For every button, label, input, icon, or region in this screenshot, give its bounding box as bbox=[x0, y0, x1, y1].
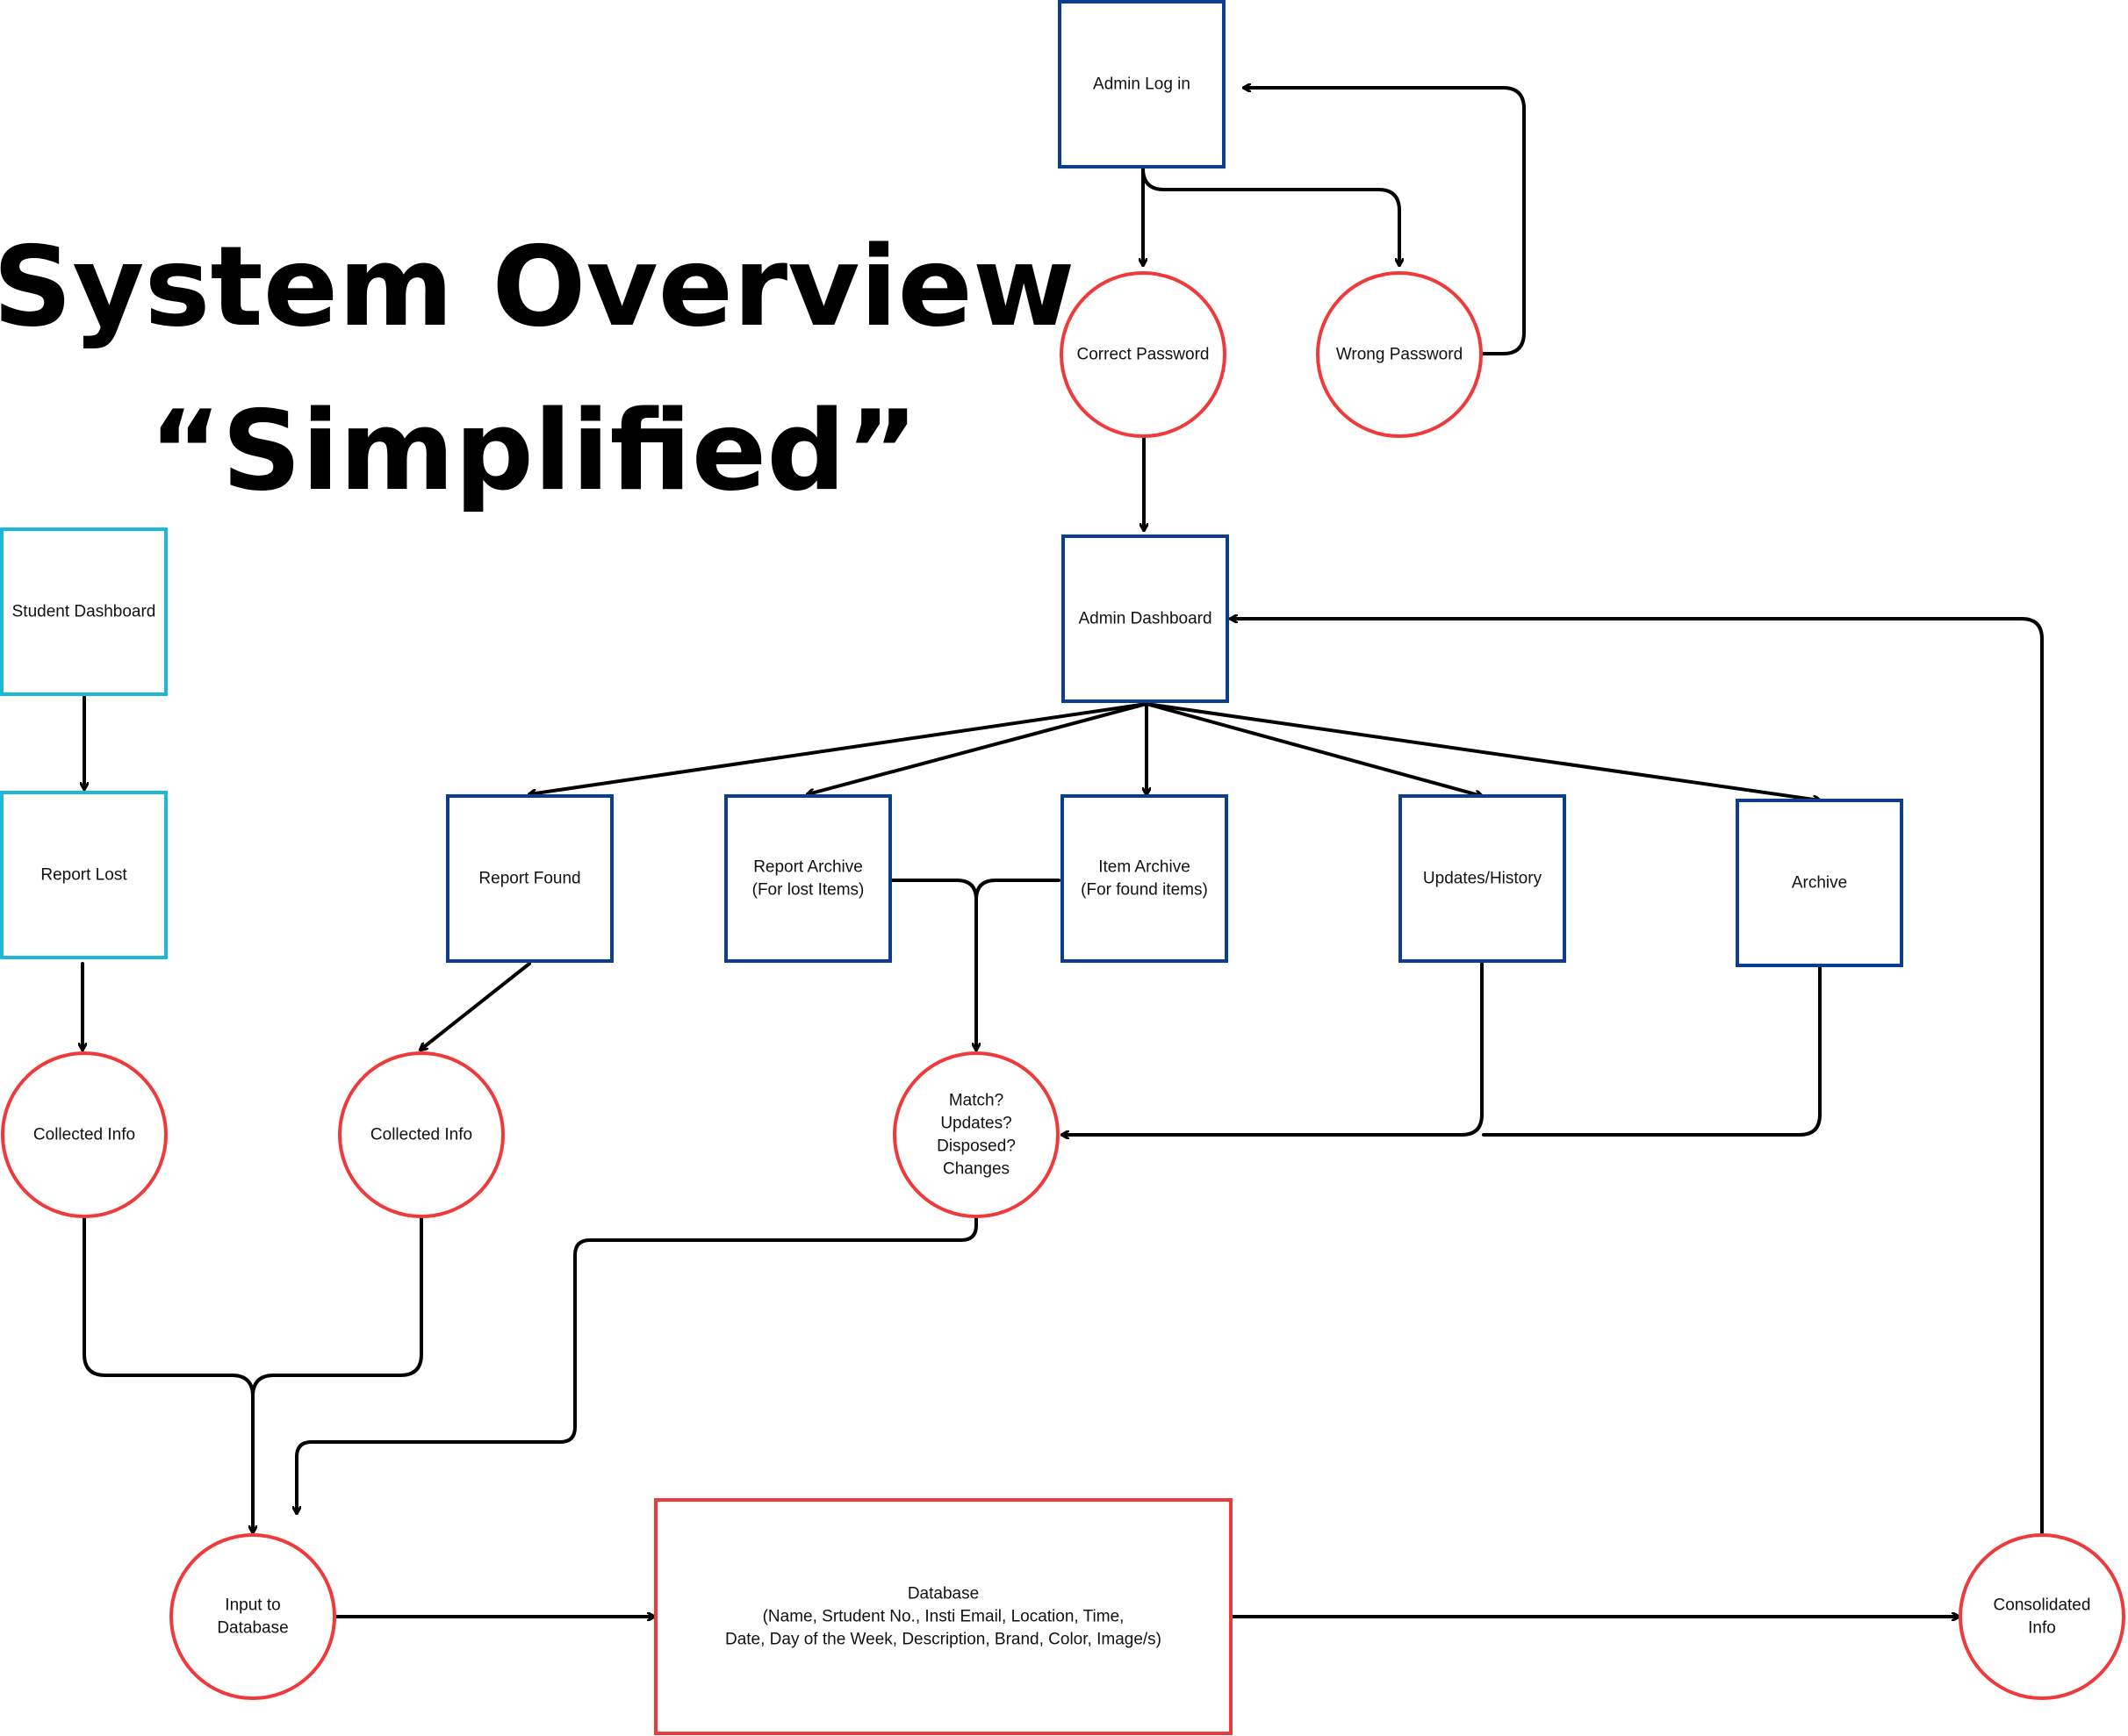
report-found-box-shape bbox=[446, 794, 614, 963]
report-lost-box: Report Lost bbox=[0, 791, 168, 959]
connector-collected-info-admin-to-input bbox=[253, 1216, 423, 1534]
connector-dashboard-to-updates-history bbox=[1145, 702, 1482, 796]
match-updates-circle-shape bbox=[893, 1051, 1060, 1218]
admin-login-box-shape bbox=[1058, 0, 1226, 169]
consolidated-info-circle-shape bbox=[1959, 1533, 2125, 1700]
report-archive-box: Report Archive (For lost Items) bbox=[724, 794, 892, 963]
item-archive-box-label-line-2: (For found items) bbox=[1081, 881, 1208, 900]
item-archive-box: Item Archive (For found items) bbox=[1060, 794, 1228, 963]
connector-report-archive-to-match bbox=[890, 879, 978, 901]
correct-password-circle-label-line-1: Correct Password bbox=[1077, 346, 1210, 364]
database-box-label-line-3: Date, Day of the Week, Description, Bran… bbox=[725, 1631, 1161, 1649]
connector-wrong-password-to-login bbox=[1242, 88, 1526, 355]
connector-item-archive-to-match bbox=[976, 879, 1060, 1051]
collected-info-admin-circle-label-line-1: Collected Info bbox=[370, 1126, 472, 1144]
archive-box: Archive bbox=[1736, 799, 1903, 967]
database-box: Database (Name, Srtudent No., Insti Email… bbox=[654, 1498, 1233, 1735]
student-dashboard-box-label-line-1: Student Dashboard bbox=[12, 603, 156, 621]
admin-login-box-label-line-1: Admin Log in bbox=[1093, 75, 1190, 94]
report-lost-box-label-line-1: Report Lost bbox=[40, 866, 127, 885]
connector-dashboard-to-report-archive bbox=[808, 702, 1148, 794]
correct-password-circle: Correct Password bbox=[1060, 271, 1226, 438]
admin-login-box: Admin Log in bbox=[1058, 0, 1226, 169]
match-updates-circle-label-line-2: Updates? bbox=[940, 1115, 1011, 1133]
title-line-2: “Simplified” bbox=[149, 386, 918, 515]
collected-info-admin-circle: Collected Info bbox=[338, 1051, 505, 1218]
connector-login-to-wrong-password bbox=[1141, 167, 1399, 267]
database-box-shape bbox=[654, 1498, 1233, 1735]
student-dashboard-box: Student Dashboard bbox=[0, 527, 168, 696]
connectors bbox=[83, 88, 2044, 1617]
wrong-password-circle-label-line-1: Wrong Password bbox=[1336, 346, 1463, 364]
admin-dashboard-box: Admin Dashboard bbox=[1061, 534, 1229, 703]
connector-dashboard-to-archive bbox=[1145, 702, 1820, 800]
archive-box-shape bbox=[1736, 799, 1903, 967]
match-updates-circle: Match? Updates? Disposed? Changes bbox=[893, 1051, 1060, 1218]
report-found-box-label-line-1: Report Found bbox=[478, 870, 580, 888]
database-box-label-line-1: Database bbox=[908, 1585, 979, 1603]
item-archive-box-label-line-1: Item Archive bbox=[1098, 858, 1190, 877]
title-line-1: System Overview bbox=[0, 222, 1075, 351]
collected-info-student-circle: Collected Info bbox=[1, 1051, 168, 1218]
report-archive-box-label-line-1: Report Archive bbox=[753, 858, 863, 877]
collected-info-admin-circle-shape bbox=[338, 1051, 505, 1218]
report-archive-box-shape bbox=[724, 794, 892, 963]
item-archive-box-shape bbox=[1060, 794, 1228, 963]
wrong-password-circle-shape bbox=[1316, 271, 1483, 438]
updates-history-box-shape bbox=[1398, 794, 1566, 963]
match-updates-circle-label-line-4: Changes bbox=[943, 1160, 1010, 1179]
collected-info-student-circle-label-line-1: Collected Info bbox=[33, 1126, 135, 1144]
archive-box-label-line-1: Archive bbox=[1792, 874, 1847, 893]
student-dashboard-box-shape bbox=[0, 527, 168, 696]
match-updates-circle-label-line-1: Match? bbox=[949, 1092, 1003, 1110]
connector-collected-info-student-to-input bbox=[83, 1216, 255, 1398]
connector-report-found-to-collected-info bbox=[421, 962, 531, 1050]
input-to-database-circle: Input to Database bbox=[169, 1533, 336, 1700]
updates-history-box-label-line-1: Updates/History bbox=[1423, 870, 1542, 888]
correct-password-circle-shape bbox=[1060, 271, 1226, 438]
connector-updates-history-to-match bbox=[1060, 960, 1484, 1135]
admin-dashboard-box-shape bbox=[1061, 534, 1229, 703]
admin-dashboard-box-label-line-1: Admin Dashboard bbox=[1078, 610, 1211, 628]
input-to-database-circle-label-line-2: Database bbox=[217, 1619, 288, 1638]
database-box-label-line-2: (Name, Srtudent No., Insti Email, Locati… bbox=[763, 1608, 1125, 1626]
input-to-database-circle-label-line-1: Input to bbox=[225, 1596, 280, 1615]
report-lost-box-shape bbox=[0, 791, 168, 959]
consolidated-info-circle-label-line-1: Consolidated bbox=[1994, 1596, 2091, 1615]
report-found-box: Report Found bbox=[446, 794, 614, 963]
input-to-database-circle-shape bbox=[169, 1533, 336, 1700]
wrong-password-circle: Wrong Password bbox=[1316, 271, 1483, 438]
consolidated-info-circle-label-line-2: Info bbox=[2028, 1619, 2056, 1638]
connector-dashboard-to-report-found bbox=[529, 702, 1148, 794]
connector-archive-to-match bbox=[1482, 963, 1822, 1137]
match-updates-circle-label-line-3: Disposed? bbox=[937, 1137, 1016, 1156]
report-archive-box-label-line-2: (For lost Items) bbox=[752, 881, 865, 900]
collected-info-student-circle-shape bbox=[1, 1051, 168, 1218]
connector-consolidated-info-to-admin-dashboard bbox=[1229, 619, 2044, 1536]
connector-match-to-input bbox=[297, 1216, 978, 1515]
updates-history-box: Updates/History bbox=[1398, 794, 1566, 963]
